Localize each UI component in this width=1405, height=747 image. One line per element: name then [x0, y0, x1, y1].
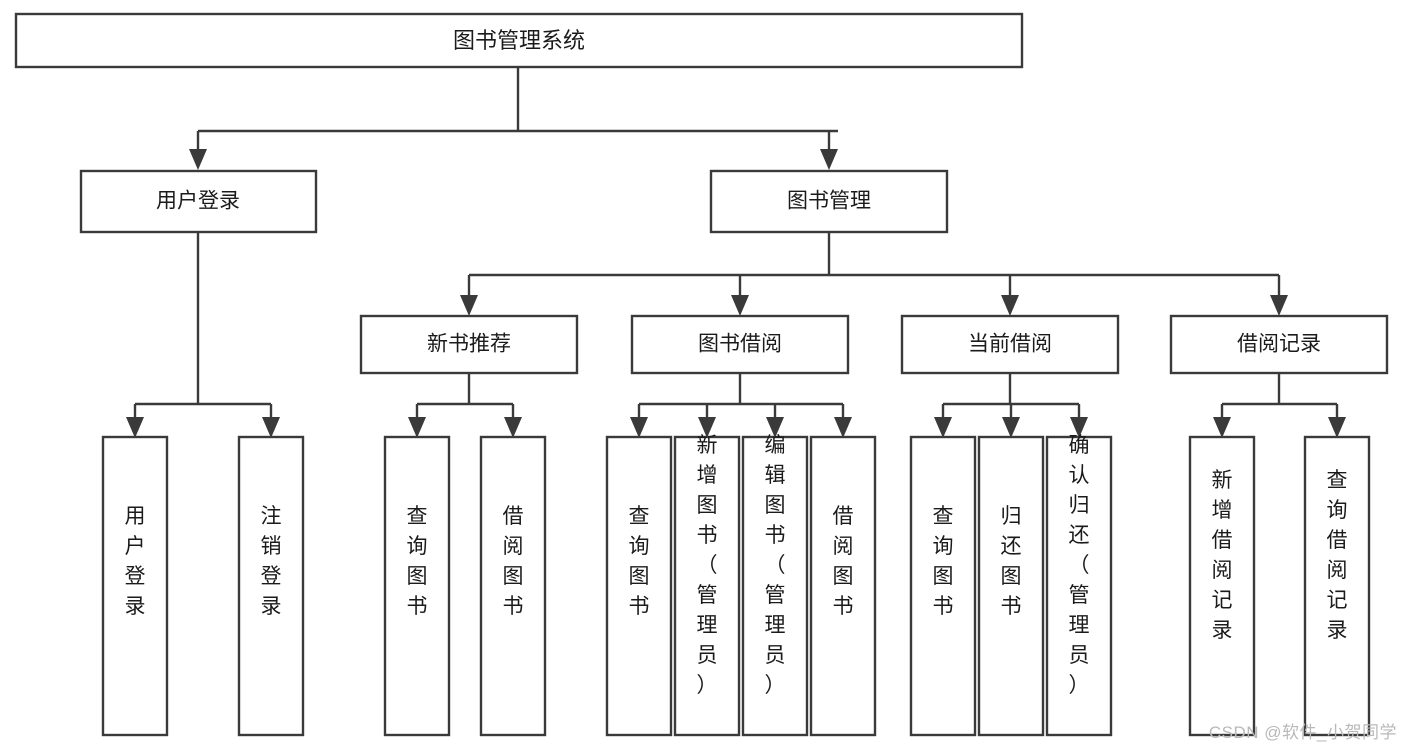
arrow-head-icon: [820, 149, 838, 170]
leaf-node-user-login-signin[interactable]: 用户登录: [101, 435, 169, 737]
node-borrow-record-box[interactable]: [1169, 314, 1389, 375]
connector-group-borrow-record: [1213, 373, 1346, 438]
leaf-node-new-book-query[interactable]: 查询图书: [383, 435, 451, 737]
arrow-head-icon: [1001, 295, 1019, 316]
leaf-node-borrow-add-book-admin[interactable]: 新增图书（管理员）: [673, 434, 741, 737]
leaf-label: 查询图书: [933, 505, 954, 618]
arrow-head-icon: [262, 417, 280, 438]
leaf-label: 用户登录: [125, 505, 146, 618]
leaf-node-borrow-borrow-book[interactable]: 借阅图书: [809, 435, 877, 737]
leaf-node-current-query-book[interactable]: 查询图书: [909, 435, 977, 737]
leaf-box[interactable]: [741, 435, 809, 737]
arrow-head-icon: [1213, 417, 1231, 438]
leaf-label: 新增借阅记录: [1212, 469, 1233, 642]
leaf-node-borrow-edit-book-admin[interactable]: 编辑图书（管理员）: [741, 434, 809, 737]
node-user-login[interactable]: 用户登录: [79, 169, 318, 234]
leaf-label: 注销登录: [261, 505, 282, 618]
node-book-borrow-label: 图书借阅: [698, 333, 782, 356]
leaf-box[interactable]: [1188, 435, 1256, 737]
leaf-box[interactable]: [977, 435, 1045, 737]
leaf-box[interactable]: [809, 435, 877, 737]
arrow-head-icon: [189, 149, 207, 170]
arrow-head-icon: [504, 417, 522, 438]
connector-group-new-book: [408, 373, 522, 438]
leaf-box[interactable]: [101, 435, 169, 737]
leaf-node-current-confirm-return-admin[interactable]: 确认归还（管理员）: [1045, 434, 1113, 737]
leaf-node-borrow-query-book[interactable]: 查询图书: [605, 435, 673, 737]
node-new-book-recommend-box[interactable]: [359, 314, 579, 375]
connector-group-book-borrow: [630, 373, 852, 438]
node-root-system[interactable]: 图书管理系统: [14, 12, 1024, 69]
node-new-book-recommend[interactable]: 新书推荐: [359, 314, 579, 375]
leaf-label: 查询图书: [407, 505, 428, 618]
node-new-book-recommend-label: 新书推荐: [427, 333, 511, 356]
leaf-label: 归还图书: [1001, 505, 1022, 618]
arrow-head-icon: [460, 295, 478, 316]
leaf-label: 借阅图书: [503, 505, 524, 618]
leaf-box[interactable]: [1045, 435, 1113, 737]
node-book-management-box[interactable]: [709, 169, 949, 234]
arrow-head-icon: [126, 417, 144, 438]
arrow-head-icon: [630, 417, 648, 438]
leaf-box[interactable]: [605, 435, 673, 737]
arrow-head-icon: [1002, 417, 1020, 438]
node-current-borrow[interactable]: 当前借阅: [900, 314, 1120, 375]
leaf-box[interactable]: [1303, 435, 1371, 737]
leaf-label: 新增图书（管理员）: [697, 434, 718, 697]
leaf-box[interactable]: [237, 435, 305, 737]
arrow-head-icon: [1270, 295, 1288, 316]
arrow-head-icon: [834, 417, 852, 438]
node-current-borrow-box[interactable]: [900, 314, 1120, 375]
leaf-box[interactable]: [479, 435, 547, 737]
arrow-head-icon: [731, 295, 749, 316]
leaf-node-record-add[interactable]: 新增借阅记录: [1188, 435, 1256, 737]
leaf-box[interactable]: [383, 435, 451, 737]
node-root-label: 图书管理系统: [453, 28, 585, 53]
leaf-label: 确认归还（管理员）: [1069, 434, 1090, 697]
leaf-label: 借阅图书: [833, 505, 854, 618]
node-user-login-box[interactable]: [79, 169, 318, 234]
connector-group-user-login: [126, 232, 280, 438]
leaf-node-new-book-borrow[interactable]: 借阅图书: [479, 435, 547, 737]
leaf-node-record-query[interactable]: 查询借阅记录: [1303, 435, 1371, 737]
csdn-watermark: CSDN @软件_小贺同学: [1208, 723, 1397, 742]
arrow-head-icon: [408, 417, 426, 438]
leaf-node-user-login-signout[interactable]: 注销登录: [237, 435, 305, 737]
node-book-management[interactable]: 图书管理: [709, 169, 949, 234]
node-borrow-record[interactable]: 借阅记录: [1169, 314, 1389, 375]
leaf-node-current-return-book[interactable]: 归还图书: [977, 435, 1045, 737]
leaf-label: 查询图书: [629, 505, 650, 618]
node-user-login-label: 用户登录: [156, 190, 240, 213]
leaf-label: 查询借阅记录: [1327, 469, 1348, 642]
node-current-borrow-label: 当前借阅: [968, 333, 1052, 356]
node-borrow-record-label: 借阅记录: [1237, 333, 1321, 356]
connector-group-root: [189, 67, 838, 170]
node-book-borrow-box[interactable]: [630, 314, 850, 375]
arrow-head-icon: [1328, 417, 1346, 438]
connector-group-current-borrow: [934, 373, 1088, 438]
leaf-label: 编辑图书（管理员）: [765, 434, 786, 697]
node-book-borrow[interactable]: 图书借阅: [630, 314, 850, 375]
connector-group-book-mgmt: [460, 232, 1288, 316]
leaf-box[interactable]: [909, 435, 977, 737]
arrow-head-icon: [934, 417, 952, 438]
node-root-box[interactable]: [14, 12, 1024, 69]
leaf-box[interactable]: [673, 435, 741, 737]
node-book-management-label: 图书管理: [787, 190, 871, 213]
